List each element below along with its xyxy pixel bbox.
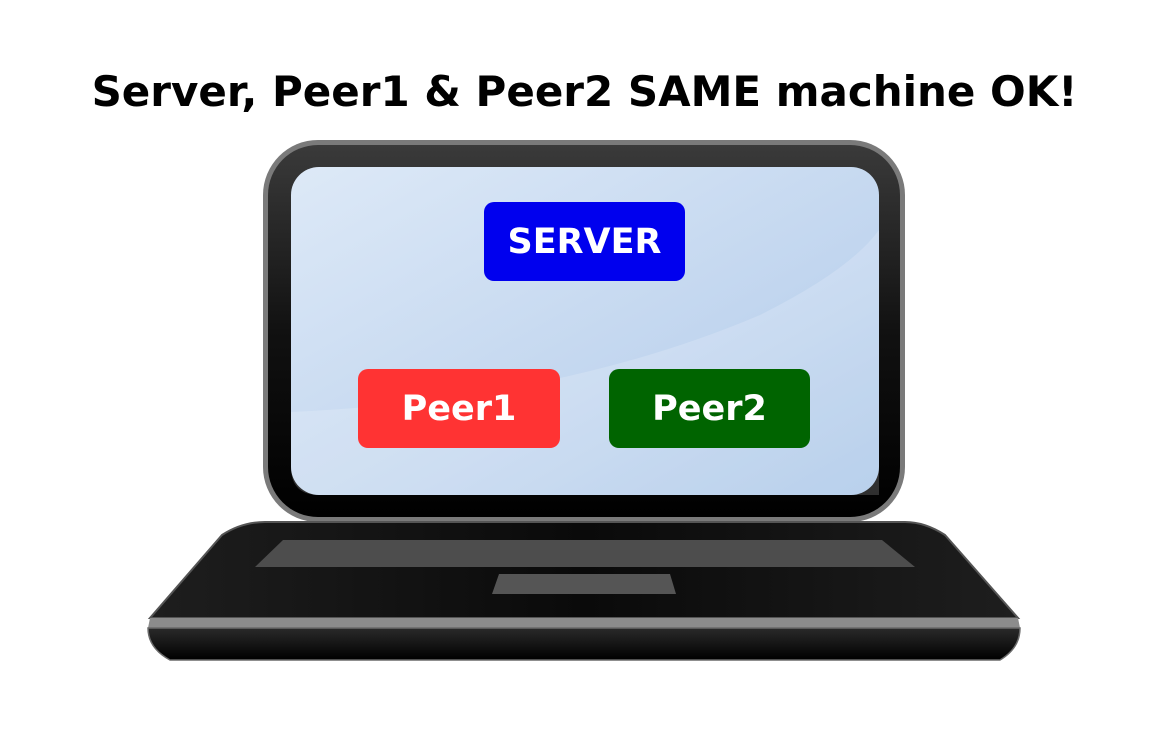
laptop-touchpad [492, 574, 676, 594]
diagram-title: Server, Peer1 & Peer2 SAME machine OK! [91, 67, 1078, 116]
laptop-deck [147, 521, 1021, 619]
peer2-box: Peer2 [609, 369, 810, 448]
laptop-keyboard [255, 540, 915, 567]
laptop-base-front [147, 627, 1021, 661]
server-box: SERVER [484, 202, 685, 281]
peer1-box: Peer1 [358, 369, 560, 448]
laptop-front-edge [148, 618, 1020, 628]
